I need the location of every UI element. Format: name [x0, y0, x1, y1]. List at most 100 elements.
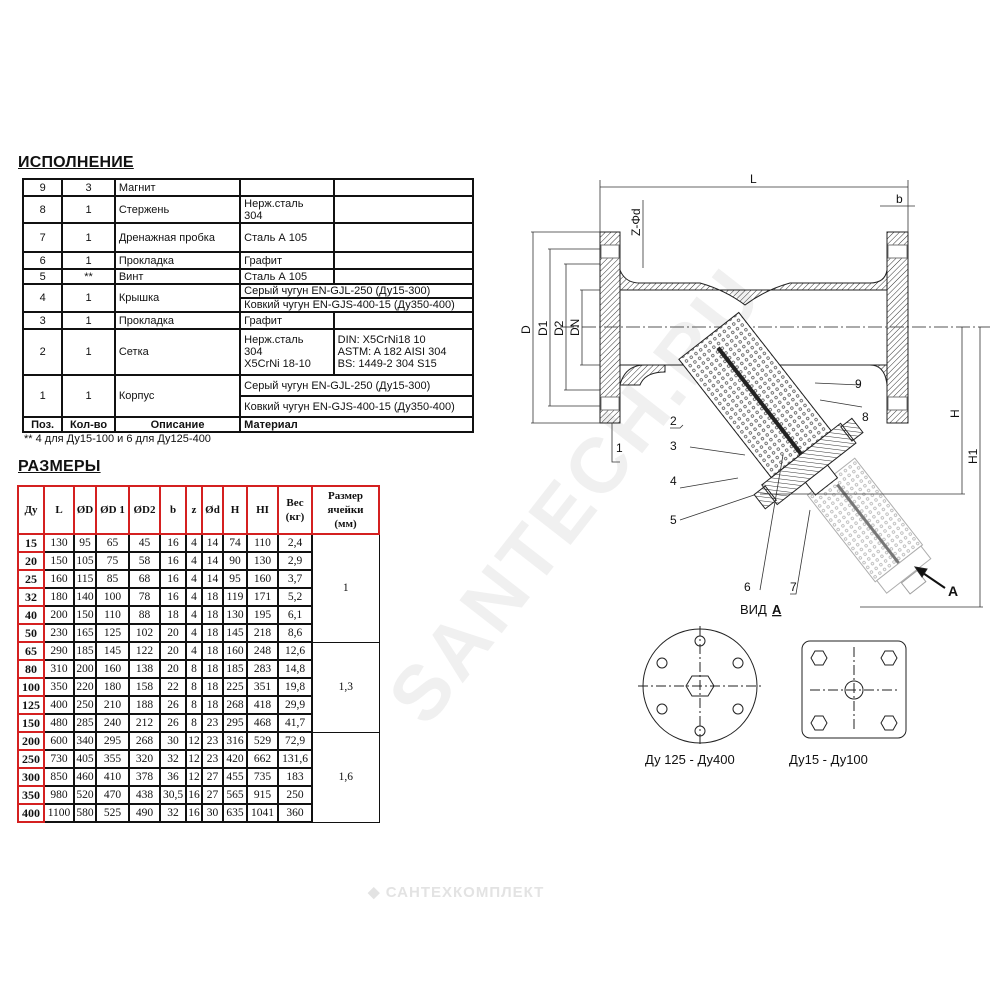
value-cell: 400	[43, 695, 75, 715]
material-cell: Нерж.сталь 304 X5CrNi 18-10	[239, 328, 335, 376]
value-cell: 23	[201, 749, 224, 769]
view-arrow-label: A	[948, 583, 958, 599]
header-pos: Поз.	[21, 416, 64, 433]
dn-cell: 80	[17, 659, 45, 679]
value-cell: 915	[246, 785, 279, 805]
view-square-caption: Ду15 - Ду100	[789, 752, 868, 767]
value-cell: 150	[43, 551, 75, 571]
column-header: ØD 1	[95, 485, 130, 535]
value-cell: 160	[43, 569, 75, 589]
value-cell: 158	[128, 677, 161, 697]
header-material: Материал	[239, 416, 474, 433]
logo-text: САНТЕХКОМПЛЕКТ	[385, 884, 545, 901]
value-cell: 200	[43, 605, 75, 625]
value-cell: 6,1	[277, 605, 313, 625]
value-cell: 30	[201, 803, 224, 823]
value-cell: 130	[246, 551, 279, 571]
value-cell: 460	[73, 767, 97, 787]
value-cell: 355	[95, 749, 130, 769]
material-standard-cell	[332, 268, 475, 285]
column-header: H	[222, 485, 248, 535]
value-cell: 12	[185, 731, 203, 751]
callout-2: 2	[670, 414, 677, 428]
value-cell: 4	[185, 641, 203, 661]
column-header: b	[159, 485, 187, 535]
value-cell: 16	[159, 587, 187, 607]
value-cell: 130	[222, 605, 248, 625]
value-cell: 138	[128, 659, 161, 679]
material-cell: Нерж.сталь 304	[239, 195, 335, 224]
value-cell: 8	[185, 677, 203, 697]
value-cell: 130	[43, 533, 75, 553]
value-cell: 980	[43, 785, 75, 805]
value-cell: 68	[128, 569, 161, 589]
qty-cell: 1	[61, 283, 116, 313]
value-cell: 283	[246, 659, 279, 679]
value-cell: 105	[73, 551, 97, 571]
value-cell: 18	[159, 605, 187, 625]
mesh-size-cell: 1	[311, 533, 380, 643]
desc-cell: Дренажная пробка	[113, 222, 242, 253]
value-cell: 95	[222, 569, 248, 589]
dim-H1: H1	[966, 448, 980, 464]
qty-cell: 1	[61, 374, 116, 418]
value-cell: 26	[159, 713, 187, 733]
value-cell: 18	[201, 677, 224, 697]
value-cell: 2,9	[277, 551, 313, 571]
value-cell: 95	[73, 533, 97, 553]
valve-body	[560, 231, 990, 424]
column-header: Вес (кг)	[277, 485, 313, 535]
value-cell: 27	[201, 767, 224, 787]
value-cell: 8	[185, 695, 203, 715]
value-cell: 18	[201, 659, 224, 679]
composition-row-cont: Ковкий чугун EN-GJS-400-15 (Ду350-400)	[23, 297, 474, 313]
value-cell: 180	[43, 587, 75, 607]
value-cell: 14	[201, 551, 224, 571]
column-header: HI	[246, 485, 279, 535]
callout-7: 7	[790, 580, 797, 594]
value-cell: 212	[128, 713, 161, 733]
callout-3: 3	[670, 439, 677, 453]
value-cell: 19,8	[277, 677, 313, 697]
value-cell: 22	[159, 677, 187, 697]
value-cell: 18	[201, 605, 224, 625]
dn-cell: 65	[17, 641, 45, 661]
desc-cell: Корпус	[113, 374, 242, 418]
value-cell: 30	[159, 731, 187, 751]
pos-cell: 2	[21, 328, 64, 376]
value-cell: 29,9	[277, 695, 313, 715]
value-cell: 72,9	[277, 731, 313, 751]
value-cell: 3,7	[277, 569, 313, 589]
value-cell: 295	[95, 731, 130, 751]
value-cell: 160	[95, 659, 130, 679]
value-cell: 8	[185, 659, 203, 679]
value-cell: 16	[159, 551, 187, 571]
value-cell: 200	[73, 659, 97, 679]
value-cell: 5,2	[277, 587, 313, 607]
value-cell: 218	[246, 623, 279, 643]
value-cell: 635	[222, 803, 248, 823]
value-cell: 180	[95, 677, 130, 697]
value-cell: 65	[95, 533, 130, 553]
value-cell: 122	[128, 641, 161, 661]
desc-cell: Магнит	[113, 178, 242, 197]
value-cell: 188	[128, 695, 161, 715]
strainer-basket	[678, 311, 864, 510]
value-cell: 4	[185, 533, 203, 553]
value-cell: 119	[222, 587, 248, 607]
value-cell: 360	[277, 803, 313, 823]
value-cell: 183	[277, 767, 313, 787]
dn-cell: 400	[17, 803, 45, 823]
dn-cell: 125	[17, 695, 45, 715]
material-cell: Серый чугун EN-GJL-250 (Ду15-300)	[239, 374, 474, 397]
